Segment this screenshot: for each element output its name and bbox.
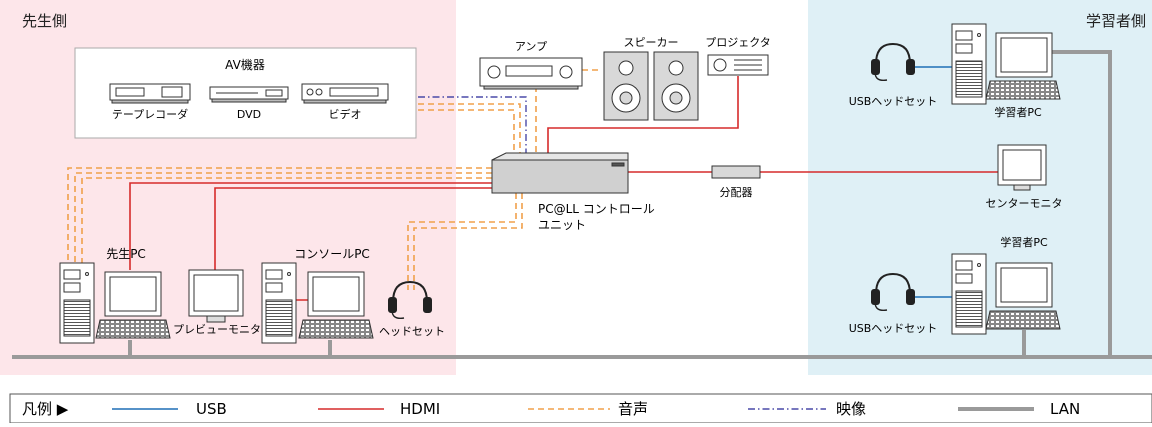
headset-label: ヘッドセット [379, 325, 445, 338]
learner-pc-top-label: 学習者PC [994, 105, 1042, 119]
dvd-player-icon [209, 86, 289, 103]
projector-icon [707, 54, 769, 76]
projector-label: プロジェクタ [705, 36, 771, 49]
usb-headset-top-icon [871, 42, 915, 82]
legend-prefix: 凡例 ▶ [22, 400, 69, 418]
distributor-label: 分配器 [720, 186, 753, 199]
video-label: ビデオ [329, 107, 362, 121]
tape-recorder-label: テープレコーダ [112, 107, 188, 121]
lan-cables [12, 50, 1152, 359]
av-device-panel: AV機器 テープレコーダ DVD ビデオ [74, 47, 417, 139]
center-monitor-label: センターモニタ [986, 197, 1063, 210]
preview-monitor-icon [188, 269, 244, 323]
learner-zone-label: 学習者側 [1086, 12, 1146, 30]
legend-video-label: 映像 [836, 400, 866, 418]
legend-hdmi-label: HDMI [400, 400, 440, 418]
control-unit-icon [491, 152, 629, 194]
dvd-label: DVD [237, 108, 261, 121]
tape-recorder-icon [109, 83, 191, 104]
legend: 凡例 ▶ USB HDMI 音声 映像 LAN [9, 393, 1152, 424]
hdmi-cables [129, 76, 1000, 301]
legend-audio-label: 音声 [618, 400, 648, 418]
control-unit-label-1: PC@LL コントロール [538, 202, 655, 216]
distributor-icon [711, 165, 761, 179]
teacher-pc-label: 先生PC [106, 247, 146, 261]
learner-pc-bottom-icon [951, 253, 1061, 335]
preview-monitor-label: プレビューモニタ [173, 323, 261, 336]
usb-headset-bottom-label: USBヘッドセット [849, 322, 938, 335]
audio-cables [67, 69, 600, 290]
teacher-pc-icon [59, 262, 171, 344]
speaker-icon [603, 51, 699, 121]
console-pc-label: コンソールPC [294, 247, 370, 261]
console-pc-icon [261, 262, 374, 344]
video-deck-icon [301, 83, 389, 104]
video-cable [418, 96, 527, 157]
headset-icon [388, 280, 432, 320]
av-panel-title: AV機器 [225, 57, 265, 72]
legend-lan-label: LAN [1050, 400, 1080, 418]
usb-headset-bottom-icon [871, 272, 915, 312]
speaker-label: スピーカー [624, 36, 679, 49]
amp-label: アンプ [515, 40, 547, 53]
amp-icon [479, 57, 583, 90]
learner-pc-top-icon [951, 23, 1061, 105]
teacher-zone-label: 先生側 [22, 12, 67, 30]
learner-pc-bottom-label: 学習者PC [1000, 235, 1048, 249]
usb-headset-top-label: USBヘッドセット [849, 95, 938, 108]
center-monitor-icon [997, 144, 1047, 191]
usb-cables [912, 66, 952, 298]
legend-usb-label: USB [196, 400, 227, 418]
control-unit-label-2: ユニット [538, 218, 586, 232]
